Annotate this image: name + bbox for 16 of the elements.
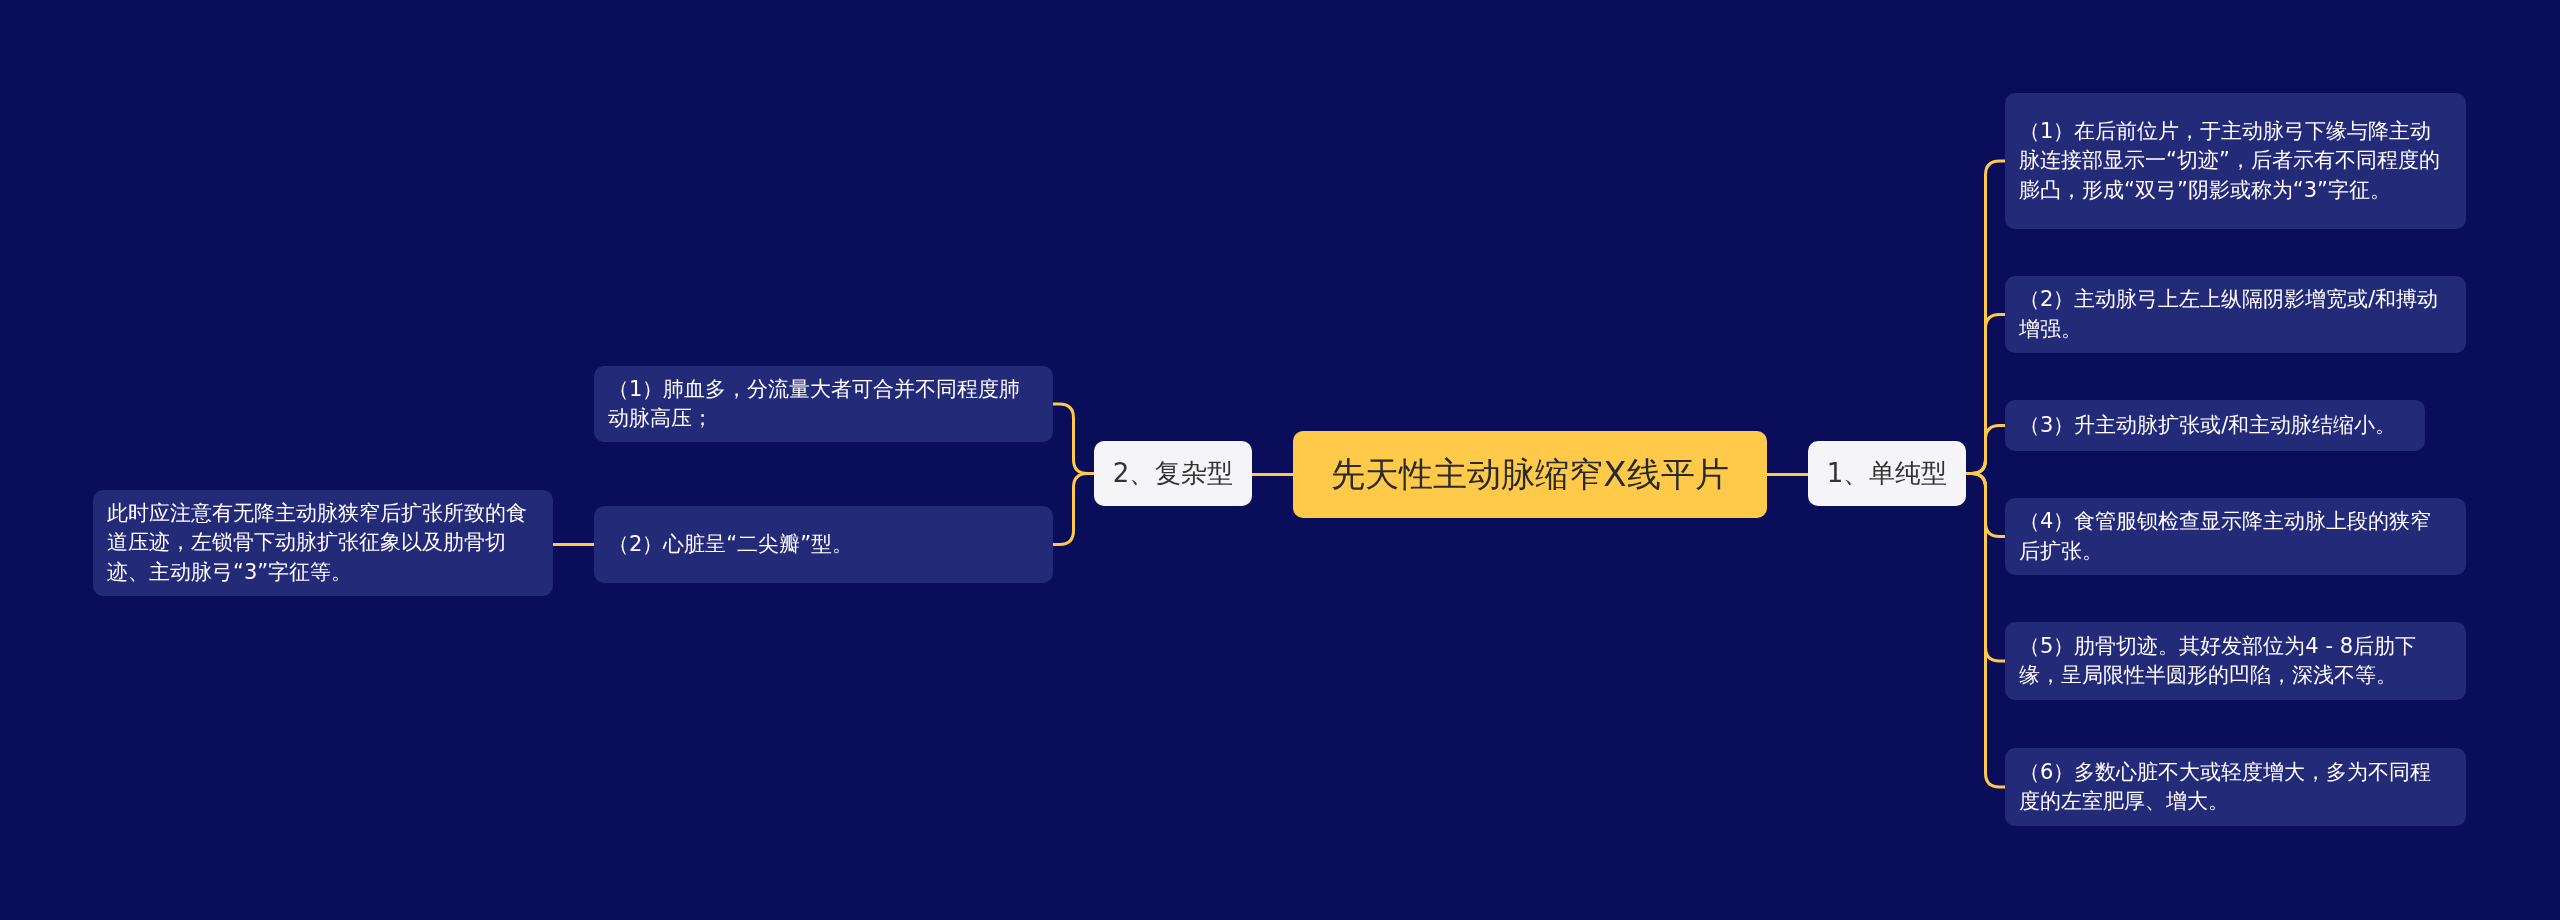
note-box: （1）在后前位片，于主动脉弓下缘与降主动脉连接部显示一“切迹”，后者示有不同程度的膨凸，形成“双弓”阴影或称为“3”字征。 [2005, 93, 2466, 229]
note-box: （6）多数心脏不大或轻度增大，多为不同程度的左室肥厚、增大。 [2005, 748, 2466, 826]
note-box: （2）心脏呈“二尖瓣”型。 [594, 506, 1053, 583]
note-box: （3）升主动脉扩张或/和主动脉结缩小。 [2005, 400, 2425, 451]
note-box: 此时应注意有无降主动脉狭窄后扩张所致的食道压迹，左锁骨下动脉扩张征象以及肋骨切迹、主动脉弓“3”字征等。 [93, 490, 553, 596]
note-box: （5）肋骨切迹。其好发部位为4 - 8后肋下缘，呈局限性半圆形的凹陷，深浅不等。 [2005, 622, 2466, 700]
note-box: （4）食管服钡检查显示降主动脉上段的狭窄后扩张。 [2005, 498, 2466, 575]
connector-line [1053, 472, 1094, 546]
branch-box: 1、单纯型 [1808, 441, 1966, 506]
connector-line [553, 543, 594, 546]
connector-line [1767, 473, 1808, 476]
branch-box: 2、复杂型 [1094, 441, 1252, 506]
topic-box: 先天性主动脉缩窄X线平片 [1293, 431, 1767, 518]
connector-line [1252, 473, 1293, 476]
note-box: （1）肺血多，分流量大者可合并不同程度肺动脉高压； [594, 366, 1053, 442]
note-box: （2）主动脉弓上左上纵隔阴影增宽或/和搏动增强。 [2005, 276, 2466, 353]
